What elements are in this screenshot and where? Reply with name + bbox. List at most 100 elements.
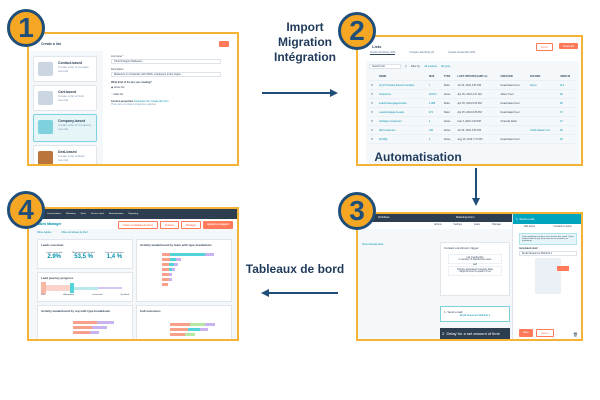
dashboard-filters[interactable]: Filtres de tableau de bord: [61, 232, 88, 234]
description-input[interactable]: Marketers in companies with 2000+ employ…: [111, 72, 221, 77]
row-checkbox[interactable]: ☐: [369, 107, 377, 117]
import-button[interactable]: Import: [535, 43, 553, 51]
workflows-back-link[interactable]: Workflows: [378, 216, 390, 219]
tab-contact-lists[interactable]: Contact lists library (490): [370, 52, 396, 55]
list-name-input[interactable]: US Ent Region Marketers: [111, 59, 221, 64]
trigger-card[interactable]: Contact enrollment trigger List membersh…: [440, 242, 510, 296]
cell: Deactivated User: [498, 80, 528, 90]
cell: Chanelle Dash: [498, 116, 528, 126]
trash-icon[interactable]: 🗑: [572, 332, 578, 337]
actions-button[interactable]: Actions: [159, 221, 179, 229]
row-checkbox[interactable]: ☐: [369, 125, 377, 135]
cell: Deactivated User: [498, 134, 528, 144]
creators-dropdown[interactable]: All creators: [424, 65, 437, 68]
cell[interactable]: (1) All Timeline Events Contacts: [376, 80, 427, 90]
cell[interactable]: Unhappy Customers: [376, 116, 427, 126]
tab-company-lists[interactable]: Company lists library (3): [409, 52, 435, 54]
cell: Apr 25, 2019 8:23 PM: [455, 98, 499, 108]
row-checkbox[interactable]: ☐: [369, 89, 377, 99]
create-list-button[interactable]: Create list: [558, 43, 578, 49]
nav-item[interactable]: Conversations: [47, 213, 61, 215]
cell: Apr 25, 2019 8:28 PM: [455, 107, 499, 117]
static-list-radio[interactable]: ○ Static list: [111, 93, 124, 96]
team-leaderboard-card: Activity leaderboard by team with type b…: [136, 239, 232, 302]
tab-unused-lists[interactable]: Unused Contact lists (276): [448, 52, 476, 54]
cancel-button[interactable]: Cancel: [535, 329, 554, 337]
types-dropdown[interactable]: All types: [440, 65, 451, 68]
cell[interactable]: All MQL: [376, 134, 427, 144]
contact-icon: [38, 62, 53, 76]
company-icon: [38, 120, 53, 134]
cell: Jul 10, 2019 4:51 PM: [455, 125, 499, 135]
tab-goals[interactable]: Goals: [473, 224, 480, 226]
row-checkbox[interactable]: ☐: [369, 116, 377, 126]
delay-action[interactable]: 2. Delay for a set amount of time: [440, 328, 510, 339]
row-checkbox[interactable]: ☐: [369, 80, 377, 90]
cell: Active: [441, 134, 456, 144]
label-import: Import Migration Intégration: [274, 20, 336, 64]
nav-item[interactable]: Sales: [80, 213, 87, 215]
cell: 136: [426, 125, 442, 135]
cell: 1,088: [426, 98, 442, 108]
add-report-button[interactable]: Ajouter un rapport: [203, 221, 233, 229]
list-form: List name *US Ent Region Marketers Descr…: [103, 51, 237, 164]
arrow-left-head-icon: [261, 289, 269, 297]
cell: V-Nile Master List: [527, 125, 558, 135]
cell: Demo: [527, 80, 558, 90]
nav-item[interactable]: Marketing: [65, 213, 76, 215]
cell: Active: [441, 116, 456, 126]
cell: 27: [557, 116, 576, 126]
tab-edit-action[interactable]: Edit action: [524, 226, 535, 228]
cell: Static: [441, 107, 456, 117]
nav-item[interactable]: Service client: [91, 213, 105, 215]
search-icon: ⚲: [405, 65, 407, 68]
dashboard-selector[interactable]: Sales Manager: [37, 222, 62, 226]
cell: [527, 116, 558, 126]
cell: Active: [441, 125, 456, 135]
tab-changes[interactable]: Changes: [491, 224, 502, 226]
share-button[interactable]: Partager: [180, 221, 202, 229]
search-lists-input[interactable]: Search lists: [369, 64, 401, 69]
row-checkbox[interactable]: ☐: [369, 134, 377, 144]
tab-settings[interactable]: Settings: [453, 224, 462, 226]
workflow-title: Marketing Demo: [456, 216, 475, 219]
cell: 23,874: [426, 89, 442, 99]
customize-link[interactable]: Customize the 'Create list' form: [133, 100, 169, 103]
screen-workflow: Workflows Marketing Demo Actions Settings G…: [356, 212, 583, 341]
tab-contacts-in-action[interactable]: Contacts in action: [553, 226, 572, 228]
cell: Active: [441, 89, 456, 99]
cell[interactable]: Customers: [376, 89, 427, 99]
minimap-link[interactable]: Show minimap panel: [362, 244, 384, 246]
nav-item[interactable]: Automatisation: [109, 213, 124, 215]
nav-item[interactable]: Reporting: [128, 213, 139, 215]
create-dashboard-button[interactable]: Créer un tableau de bord: [118, 221, 158, 229]
email-select[interactable]: Email Sequence Webinar 1: [519, 251, 577, 256]
save-button[interactable]: Save: [519, 329, 533, 337]
step-4-badge: 4: [7, 191, 45, 229]
cell[interactable]: NR Customers: [376, 125, 427, 135]
cell[interactable]: Leads Engaged Leads: [376, 107, 427, 117]
cell[interactable]: Leads Disengaged leads: [376, 98, 427, 108]
next-button[interactable]: [218, 41, 229, 47]
quick-filters[interactable]: Filtres rapides: [37, 232, 52, 234]
active-list-radio[interactable]: ◉ Active list: [111, 86, 125, 89]
tab-actions[interactable]: Actions: [434, 224, 442, 226]
cart-icon: [38, 91, 53, 105]
row-checkbox[interactable]: ☐: [369, 98, 377, 108]
